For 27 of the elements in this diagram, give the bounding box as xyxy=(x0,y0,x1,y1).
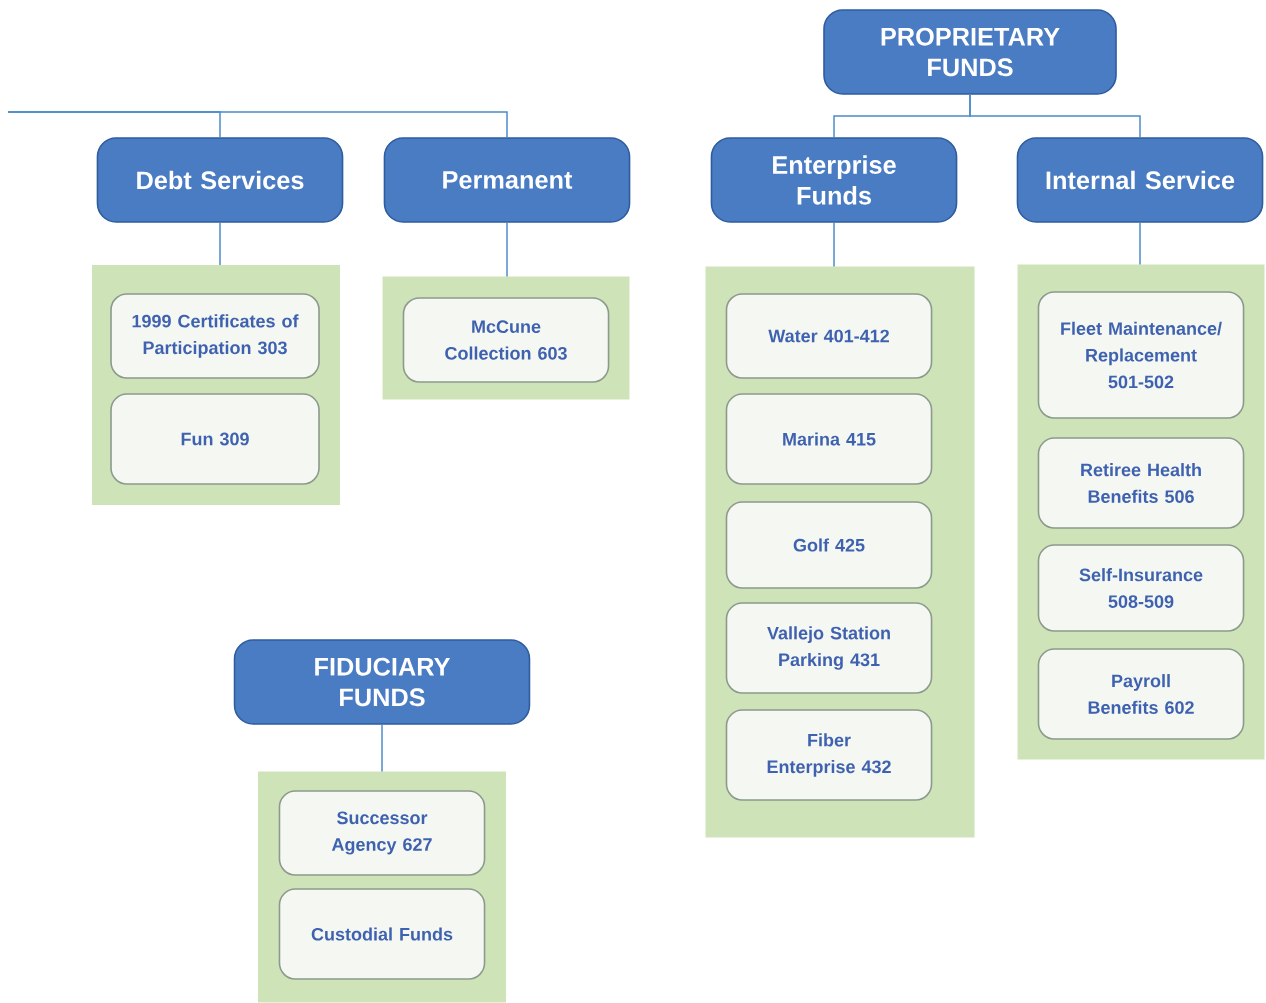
fund-box: Golf 425 xyxy=(725,501,933,589)
fund-box: McCune Collection 603 xyxy=(402,297,610,383)
connector-line xyxy=(833,222,835,268)
fund-box: Payroll Benefits 602 xyxy=(1037,648,1245,740)
category-box: Internal Service xyxy=(1016,137,1264,223)
fund-box: Water 401-412 xyxy=(725,293,933,379)
fund-box: Retiree Health Benefits 506 xyxy=(1037,437,1245,529)
fund-box: Fun 309 xyxy=(110,393,320,485)
connector-line xyxy=(969,94,1141,138)
category-box: Enterprise Funds xyxy=(710,137,958,223)
title-box: FIDUCIARY FUNDS xyxy=(233,639,531,725)
fund-box: Successor Agency 627 xyxy=(278,790,486,876)
title-box: PROPRIETARY FUNDS xyxy=(823,9,1117,95)
connector-line xyxy=(506,222,508,278)
connector-line xyxy=(219,222,221,266)
connector-line xyxy=(1139,222,1141,266)
connector-line xyxy=(7,111,508,138)
fund-box: Vallejo Station Parking 431 xyxy=(725,602,933,694)
fund-box: Fleet Maintenance/ Replacement 501-502 xyxy=(1037,291,1245,419)
fund-box: 1999 Certificates of Participation 303 xyxy=(110,293,320,379)
connector-line xyxy=(381,724,383,773)
fund-box: Self-Insurance 508-509 xyxy=(1037,544,1245,632)
fund-box: Marina 415 xyxy=(725,393,933,485)
category-box: Debt Services xyxy=(96,137,344,223)
fund-box: Custodial Funds xyxy=(278,888,486,980)
fund-box: Fiber Enterprise 432 xyxy=(725,709,933,801)
category-box: Permanent xyxy=(383,137,631,223)
